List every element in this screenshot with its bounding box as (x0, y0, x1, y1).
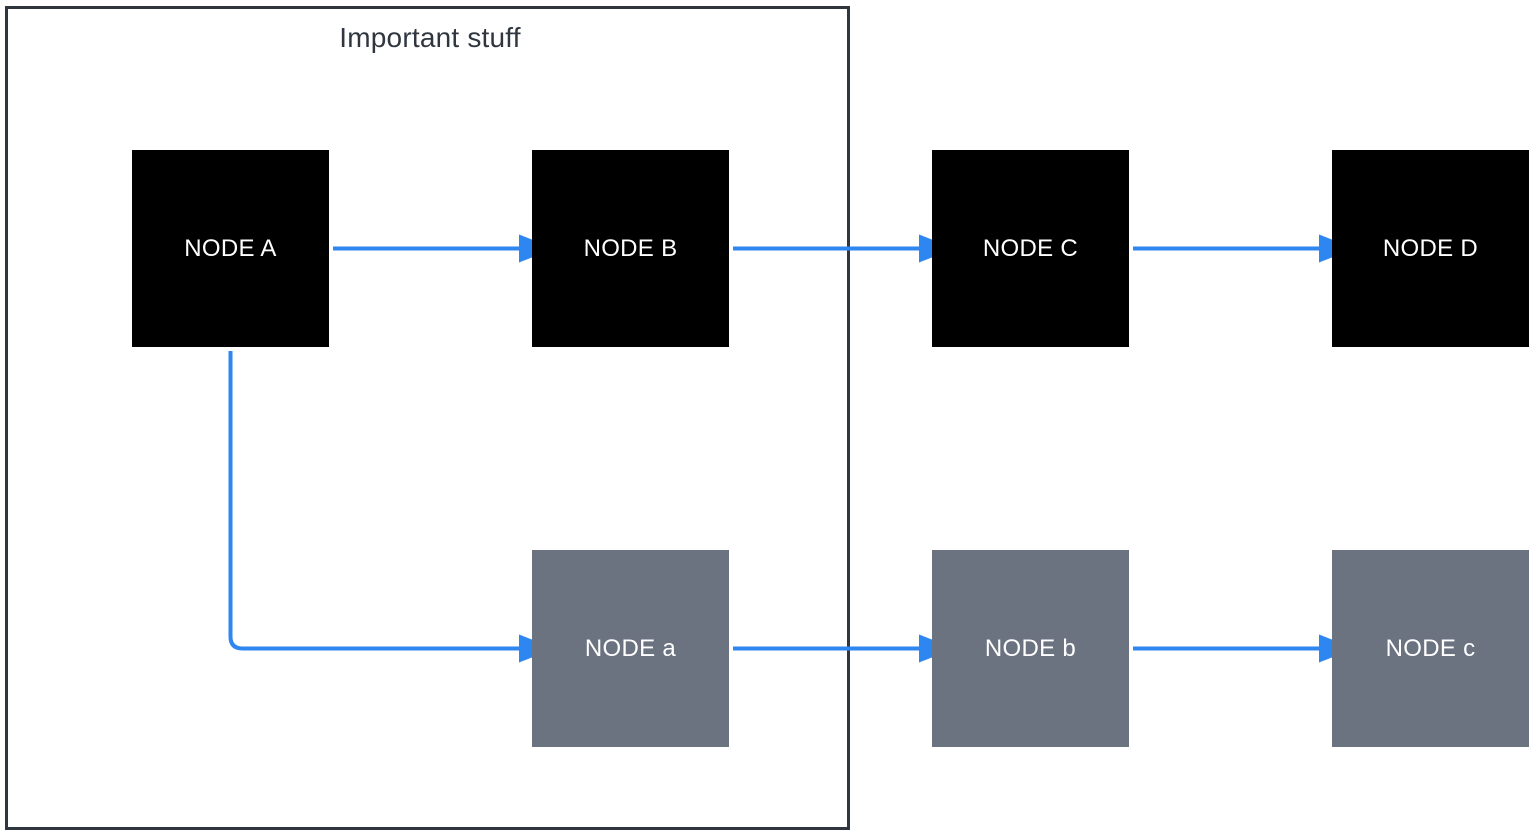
edge-A-a[interactable] (228, 351, 555, 663)
node-label: NODE b (984, 634, 1077, 662)
node-b[interactable]: NODE b (932, 550, 1129, 747)
node-A[interactable]: NODE A (132, 150, 329, 347)
node-label: NODE a (584, 634, 677, 662)
node-c[interactable]: NODE c (1332, 550, 1529, 747)
node-label: NODE c (1385, 634, 1476, 662)
node-label: NODE C (982, 234, 1079, 262)
cluster-title: Important stuff (339, 22, 521, 53)
node-label: NODE A (184, 234, 277, 262)
node-D[interactable]: NODE D (1332, 150, 1529, 347)
node-a[interactable]: NODE a (532, 550, 729, 747)
node-B[interactable]: NODE B (532, 150, 729, 347)
node-label: NODE B (583, 234, 678, 262)
node-C[interactable]: NODE C (932, 150, 1129, 347)
node-label: NODE D (1382, 234, 1479, 262)
